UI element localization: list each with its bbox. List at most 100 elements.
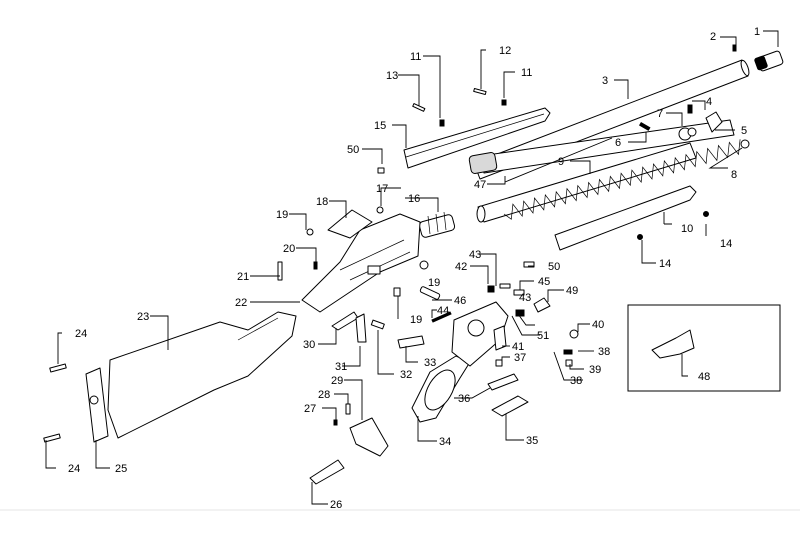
part-7-plug (678, 127, 697, 141)
label-43b: 43 (519, 292, 531, 304)
part-49-catch (533, 297, 551, 313)
part-33-bolt (397, 335, 425, 349)
label-31: 31 (335, 361, 347, 373)
label-37: 37 (514, 352, 526, 364)
part-19-screw-b (419, 260, 429, 270)
part-48-lever-alt (651, 329, 695, 359)
label-14a: 14 (720, 238, 732, 250)
label-24a: 24 (75, 328, 87, 340)
label-38a: 38 (570, 375, 582, 387)
part-21-pin (277, 261, 283, 281)
part-27-pin (333, 419, 338, 426)
label-27: 27 (304, 403, 316, 415)
label-25: 25 (115, 463, 127, 475)
label-5: 5 (741, 125, 747, 137)
part-14-screw-a (703, 211, 709, 217)
label-38b: 38 (598, 346, 610, 358)
label-43a: 43 (469, 249, 481, 261)
label-22: 22 (235, 297, 247, 309)
part-8-end (740, 139, 750, 149)
label-16: 16 (408, 193, 420, 205)
part-14-screw-b (637, 234, 643, 240)
part-45-pin (513, 289, 525, 296)
label-41: 41 (512, 341, 524, 353)
part-22-receiver (301, 213, 421, 313)
label-23: 23 (137, 311, 149, 323)
part-10-forend-lower (554, 185, 697, 251)
label-49: 49 (566, 285, 578, 297)
part-44-spring (431, 311, 452, 323)
part-20-pin (313, 261, 318, 270)
label-24b: 24 (68, 463, 80, 475)
part-8-spring (503, 139, 741, 220)
part-37-screw (495, 359, 503, 367)
label-4: 4 (706, 96, 712, 108)
label-12: 12 (499, 45, 511, 57)
part-50-pin-b (523, 261, 535, 268)
part-43-pin-b (515, 309, 525, 317)
label-36: 36 (458, 393, 470, 405)
part-2-screw (732, 44, 737, 52)
label-20: 20 (283, 243, 295, 255)
part-17-screw (376, 206, 384, 214)
label-19b: 19 (428, 277, 440, 289)
part-13-pin (412, 103, 426, 112)
part-16-receiver-plug (418, 211, 456, 238)
label-42: 42 (455, 261, 467, 273)
part-25-screw-hole (89, 395, 99, 405)
label-11a: 11 (410, 51, 421, 63)
label-47: 47 (474, 179, 486, 191)
part-11-screw-a (439, 119, 445, 127)
label-34: 34 (439, 436, 451, 448)
part-42-pin (487, 285, 495, 293)
label-3: 3 (602, 75, 608, 87)
part-34-lever (411, 355, 471, 423)
part-38-pin (563, 349, 573, 355)
part-12-pin (473, 87, 487, 95)
label-48: 48 (698, 371, 710, 383)
label-33: 33 (424, 357, 436, 369)
part-19-screw-a (306, 228, 314, 236)
label-6: 6 (615, 137, 621, 149)
part-29-hammer (349, 417, 389, 457)
label-50a: 50 (347, 144, 359, 156)
part-11-screw-b (501, 99, 507, 106)
label-44: 44 (437, 305, 449, 317)
label-28: 28 (318, 389, 330, 401)
label-46: 46 (454, 295, 466, 307)
label-10: 10 (681, 223, 693, 235)
label-8: 8 (731, 169, 737, 181)
label-7: 7 (657, 108, 663, 120)
part-5-cap (705, 111, 723, 133)
part-4-screw (687, 104, 693, 114)
part-39-pin (565, 359, 573, 367)
part-19-screw-c (393, 287, 401, 297)
label-35: 35 (526, 435, 538, 447)
part-35-plate (491, 395, 529, 417)
part-24-screw-b (43, 433, 61, 443)
part-31-lever (355, 313, 367, 343)
label-45: 45 (538, 276, 550, 288)
label-21: 21 (237, 271, 249, 283)
label-13: 13 (386, 70, 398, 82)
part-mag-tube-end (476, 205, 486, 223)
part-47-magazine-tube (468, 119, 735, 174)
label-15: 15 (374, 120, 386, 132)
label-30: 30 (303, 339, 315, 351)
inset-box (627, 304, 781, 392)
part-28-pin (345, 403, 351, 415)
label-26: 26 (330, 499, 342, 511)
part-26-spring (309, 459, 345, 485)
label-40: 40 (592, 319, 604, 331)
label-9: 9 (558, 156, 564, 168)
part-23-stock (107, 311, 297, 439)
label-1: 1 (754, 26, 760, 38)
label-18: 18 (316, 196, 328, 208)
label-51: 51 (537, 330, 549, 342)
label-19c: 19 (410, 314, 422, 326)
label-14b: 14 (659, 258, 671, 270)
part-30-spring (331, 311, 359, 331)
part-1-muzzle-cap (754, 50, 784, 72)
label-11b: 11 (521, 67, 532, 79)
